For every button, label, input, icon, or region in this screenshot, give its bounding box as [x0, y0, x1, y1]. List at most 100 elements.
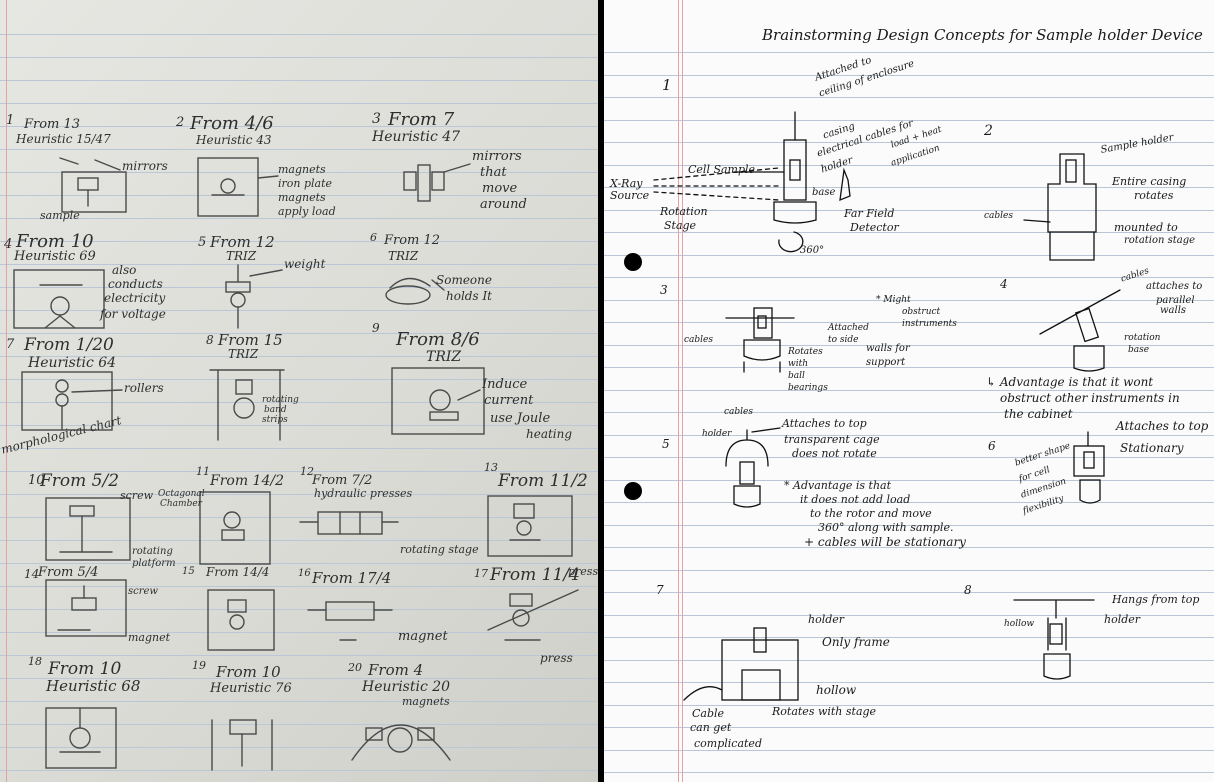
cell-6-sub: TRIZ	[388, 250, 418, 263]
cell-14-heading: From 5/4	[38, 566, 98, 580]
concept-4-label-att3: walls	[1160, 306, 1186, 317]
concept-2-label-entire2: rotates	[1134, 190, 1173, 202]
cell-2-note-0: magnets	[278, 164, 326, 176]
concept-5-label-trans1: transparent cage	[784, 434, 880, 446]
cell-2-note-1: iron plate	[278, 178, 332, 190]
cell-1-number: 1	[6, 114, 14, 128]
concept-5-label-adv1: * Advantage is that	[784, 480, 891, 492]
concept-5-label-adv2: it does not add load	[800, 494, 910, 506]
right-notebook-page: Brainstorming Design Concepts for Sample…	[604, 0, 1214, 782]
cell-11-note-1: Chamber	[160, 500, 202, 510]
concept-5-label-adv4: 360° along with sample.	[818, 522, 953, 534]
concept-1-label-far: Far Field	[844, 208, 894, 220]
cell-4-note-3: for voltage	[100, 308, 166, 321]
cell-14-note-1: magnet	[128, 632, 170, 644]
cell-7-note-0: rollers	[124, 382, 164, 395]
cell-2-number: 2	[176, 116, 184, 130]
cell-7-sub: Heuristic 64	[28, 356, 116, 371]
cell-15-heading: From 14/4	[206, 566, 269, 579]
cell-3-number: 3	[372, 112, 381, 127]
concept-5-label-adv3: to the rotor and move	[810, 508, 932, 520]
cell-7-heading: From 1/20	[24, 336, 114, 355]
cell-4-sub: Heuristic 69	[14, 250, 96, 264]
cell-18-number: 18	[28, 656, 42, 668]
concept-1-label-cell: Cell Sample	[688, 164, 755, 176]
concept-7-label-cable1: Cable	[692, 708, 724, 720]
cell-19-number: 19	[192, 660, 206, 672]
concept-6-label-top: Attaches to top	[1116, 420, 1208, 433]
concept-1-label-base: base	[812, 188, 835, 199]
cell-2-note-3: apply load	[278, 206, 336, 218]
concept-8-label-hollow: hollow	[1004, 620, 1034, 629]
cell-10-note-0: screw	[120, 490, 153, 502]
cell-6-heading: From 12	[384, 234, 440, 248]
cell-6-note-1: holds It	[446, 290, 492, 303]
concept-8-label-holder: holder	[1104, 614, 1140, 626]
cell-2-note-2: magnets	[278, 192, 326, 204]
cell-20-number: 20	[348, 662, 362, 674]
concept-5-label-holder: holder	[702, 430, 731, 439]
cell-16-note-0: magnet	[398, 630, 448, 644]
left-notebook-page: 1 From 13 Heuristic 15/47 mirrors sample…	[0, 0, 598, 782]
cell-2-sub: Heuristic 43	[196, 134, 272, 147]
cell-5-sub: TRIZ	[226, 250, 256, 263]
concept-7-number: 7	[656, 584, 664, 597]
cell-17-heading: From 11/4	[490, 566, 580, 585]
cell-4-number: 4	[4, 238, 12, 252]
concept-4-label-adv1: ↳ Advantage is that it wont	[986, 376, 1153, 389]
cell-9-note-3: heating	[526, 428, 572, 441]
concept-2-label-cables: cables	[984, 212, 1013, 221]
cell-1-sub: Heuristic 15/47	[16, 133, 111, 146]
concept-7-label-cable3: complicated	[694, 738, 762, 750]
cell-7-number: 7	[6, 338, 14, 352]
cell-8-sub: TRIZ	[228, 348, 258, 361]
concept-5-label-cables: cables	[724, 408, 753, 417]
cell-10-note-2: platform	[132, 558, 176, 569]
cell-9-number: 9	[372, 322, 380, 335]
concept-3-label-might2: obstruct	[902, 308, 940, 317]
concept-8-number: 8	[964, 584, 972, 597]
cell-9-note-0: Induce	[482, 378, 527, 392]
cell-14-number: 14	[24, 568, 39, 581]
cell-6-number: 6	[370, 232, 377, 244]
concept-3-label-rot3: ball	[788, 372, 805, 381]
concept-7-label-hollow: hollow	[816, 684, 856, 697]
concept-4-number: 4	[1000, 278, 1008, 291]
concept-3-label-att2: to side	[828, 336, 858, 345]
cell-5-number: 5	[198, 236, 206, 250]
cell-18-heading: From 10	[48, 660, 121, 679]
cell-20-note-0: magnets	[402, 696, 450, 708]
concept-3-label-might3: instruments	[902, 320, 957, 329]
cell-10-note-1: rotating	[132, 546, 173, 557]
cell-3-note-2: move	[482, 182, 517, 196]
concept-8-label-hangs: Hangs from top	[1112, 594, 1199, 606]
cell-20-sub: Heuristic 20	[362, 680, 450, 695]
cell-9-heading: From 8/6	[396, 330, 480, 350]
concept-2-number: 2	[984, 124, 993, 139]
cell-17-note-0: press	[540, 652, 573, 665]
concept-3-label-rot4: bearings	[788, 384, 828, 393]
concept-3-label-rot2: with	[788, 360, 808, 369]
concept-2-label-entire1: Entire casing	[1112, 176, 1186, 188]
concept-7-label-rotates: Rotates with stage	[772, 706, 876, 718]
concept-4-label-adv2: obstruct other instruments in	[1000, 392, 1180, 405]
cell-19-sub: Heuristic 76	[210, 682, 292, 696]
concept-7-label-frame: Only frame	[822, 636, 890, 649]
concept-5-label-top: Attaches to top	[782, 418, 867, 430]
cell-19-heading: From 10	[216, 664, 281, 681]
concept-5-label-trans2: does not rotate	[792, 448, 877, 460]
cell-9-sub: TRIZ	[426, 350, 461, 365]
concept-4-label-adv3: the cabinet	[1004, 408, 1073, 421]
cell-10-heading: From 5/2	[40, 472, 119, 491]
cell-20-heading: From 4	[368, 662, 423, 679]
cell-3-note-0: mirrors	[472, 150, 522, 164]
page-title: Brainstorming Design Concepts for Sample…	[762, 28, 1203, 44]
cell-6-note-0: Someone	[436, 274, 492, 287]
concept-3-label-rot1: Rotates	[788, 348, 823, 357]
concept-1-label-source: Source	[610, 190, 649, 202]
concept-4-label-rot1: rotation	[1124, 334, 1160, 343]
concept-1-label-deg: 360°	[800, 246, 824, 257]
cell-8-note-2: strips	[262, 416, 288, 426]
cell-1-note-1: sample	[40, 210, 80, 222]
cell-4-note-1: conducts	[108, 278, 163, 291]
